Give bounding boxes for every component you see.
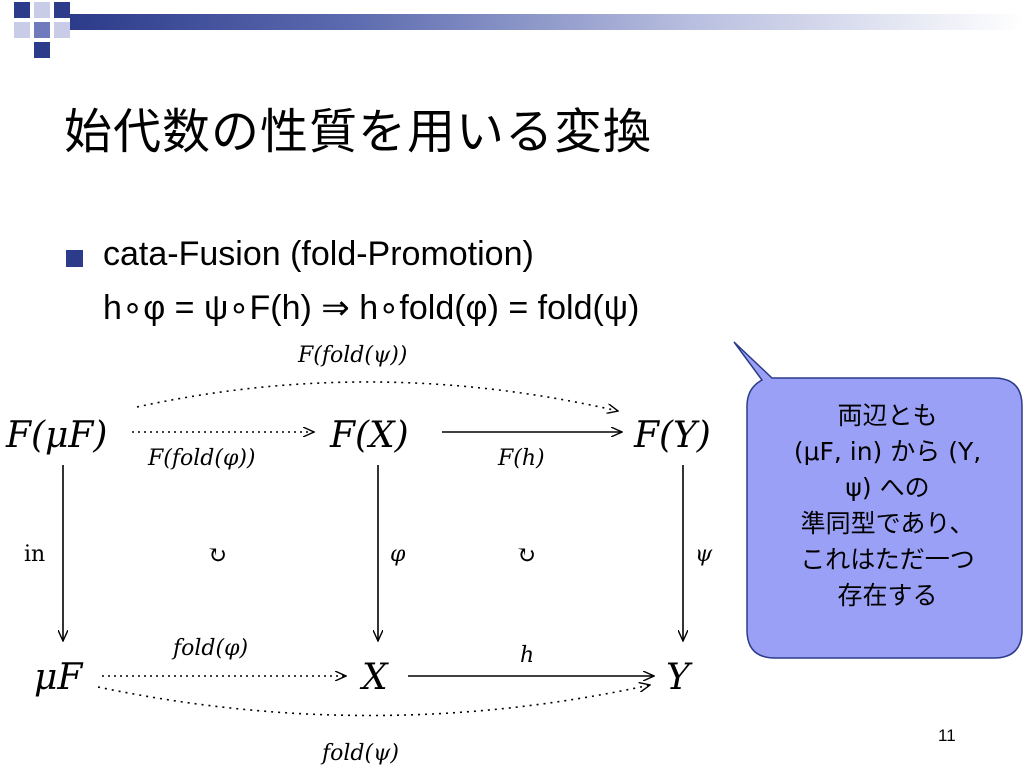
- bullet-square-icon: [66, 250, 83, 267]
- commutative-diagram: F(μF) F(X) F(Y) μF X Y F(fold(ψ)) F(fold…: [5, 343, 713, 766]
- slide-title: 始代数の性質を用いる変換: [64, 104, 653, 160]
- label-psi: ψ: [695, 542, 713, 567]
- label-f-fold-psi: F(fold(ψ)): [297, 343, 407, 368]
- label-h: h: [520, 643, 534, 668]
- callout-line: 準同型であり、: [800, 509, 975, 538]
- fusion-law-formula: h∘φ = ψ∘F(h) ⇒ h∘fold(φ) = fold(ψ): [103, 289, 640, 327]
- arrow-fold-psi: [97, 685, 650, 717]
- callout-line: (μF, in) から (Y,: [793, 437, 982, 466]
- label-fold-psi: fold(ψ): [320, 741, 399, 766]
- node-f-y: F(Y): [633, 415, 711, 456]
- node-f-x: F(X): [329, 415, 409, 456]
- callout-line: 両辺とも: [837, 401, 938, 430]
- label-f-fold-phi: F(fold(φ)): [147, 446, 256, 471]
- callout-line: ψ) への: [845, 473, 930, 502]
- label-phi: φ: [390, 542, 406, 567]
- commutes-symbol-right: ↻: [516, 541, 536, 569]
- node-x: X: [359, 657, 389, 698]
- label-in: in: [24, 542, 45, 567]
- callout-line: 存在する: [837, 581, 938, 610]
- page-number: 11: [938, 726, 956, 745]
- node-mu-f: μF: [34, 657, 84, 698]
- header-gradient-band: [70, 14, 1024, 30]
- corner-decoration: [14, 2, 70, 58]
- callout-text: 両辺とも (μF, in) から (Y, ψ) への 準同型であり、 これはただ…: [760, 398, 1015, 614]
- callout-line: これはただ一つ: [800, 545, 975, 574]
- bullet-heading: cata-Fusion (fold-Promotion): [103, 235, 534, 273]
- node-f-mu-f: F(μF): [5, 415, 107, 456]
- commutes-symbol-left: ↻: [207, 541, 227, 569]
- label-f-h: F(h): [497, 446, 545, 471]
- label-fold-phi: fold(φ): [171, 636, 248, 661]
- node-y: Y: [666, 657, 693, 698]
